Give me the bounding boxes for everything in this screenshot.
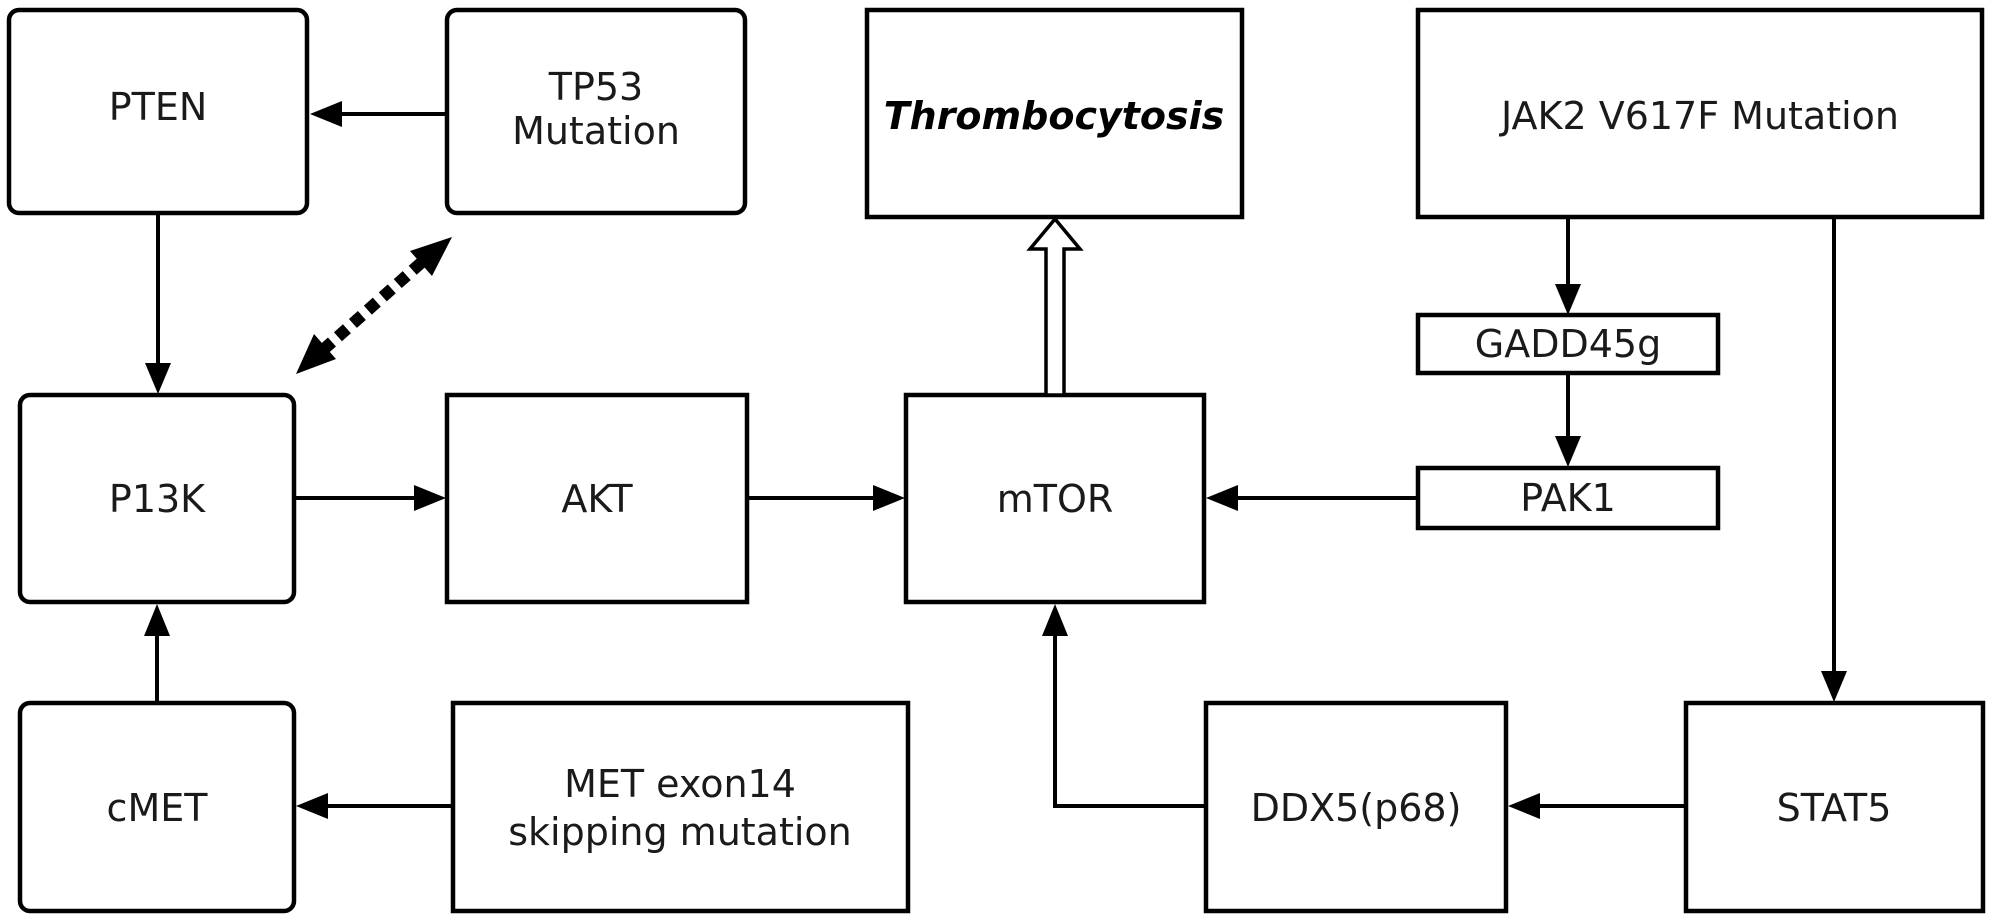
edge-pak1-to-mtor xyxy=(1206,485,1418,511)
node-cmet: cMET xyxy=(17,700,297,914)
node-cmet-label: cMET xyxy=(107,786,209,830)
node-p13k: P13K xyxy=(17,392,297,605)
node-mtor-label: mTOR xyxy=(997,477,1114,521)
edge-jak2-to-stat5 xyxy=(1821,217,1847,702)
edge-ddx5-to-mtor xyxy=(1042,604,1206,808)
node-met-exon14-label-line2: skipping mutation xyxy=(508,810,852,854)
node-akt: AKT xyxy=(444,392,750,605)
edge-tp53-to-pten xyxy=(310,101,447,127)
edge-cmet-to-p13k xyxy=(144,604,170,703)
edge-p13k-to-akt xyxy=(294,485,446,511)
node-tp53-label-line2: Mutation xyxy=(512,109,680,153)
edge-mtor-to-thrombocytosis xyxy=(1026,216,1084,397)
node-jak2-label: JAK2 V617F Mutation xyxy=(1499,94,1899,138)
node-thrombocytosis-label: Thrombocytosis xyxy=(884,94,1225,138)
edge-met-exon14-to-cmet xyxy=(296,793,453,819)
node-gadd45g-label: GADD45g xyxy=(1475,322,1661,366)
node-tp53-label-line1: TP53 xyxy=(548,65,643,109)
node-pak1-label: PAK1 xyxy=(1520,476,1616,520)
node-met-exon14: MET exon14 skipping mutation xyxy=(450,700,911,914)
edge-gadd45g-to-pak1 xyxy=(1555,373,1581,467)
node-ddx5-label: DDX5(p68) xyxy=(1251,786,1462,830)
node-ddx5: DDX5(p68) xyxy=(1203,700,1509,914)
node-tp53: TP53 Mutation xyxy=(444,7,748,216)
node-pak1: PAK1 xyxy=(1415,465,1721,531)
node-mtor: mTOR xyxy=(903,392,1207,605)
node-pten: PTEN xyxy=(6,7,310,216)
node-p13k-label: P13K xyxy=(109,477,206,521)
edge-pten-to-p13k xyxy=(145,213,171,394)
node-stat5: STAT5 xyxy=(1683,700,1986,914)
edge-jak2-to-gadd45g xyxy=(1555,217,1581,315)
node-pten-label: PTEN xyxy=(109,85,208,129)
node-stat5-label: STAT5 xyxy=(1777,786,1892,830)
node-thrombocytosis: Thrombocytosis xyxy=(864,7,1245,220)
edge-p13k-tp53-dashed xyxy=(296,237,452,374)
node-gadd45g: GADD45g xyxy=(1415,312,1721,376)
edge-akt-to-mtor xyxy=(747,485,905,511)
edge-stat5-to-ddx5 xyxy=(1508,793,1686,819)
node-met-exon14-label-line1: MET exon14 xyxy=(564,762,796,806)
node-jak2: JAK2 V617F Mutation xyxy=(1415,7,1985,220)
node-akt-label: AKT xyxy=(561,477,633,521)
